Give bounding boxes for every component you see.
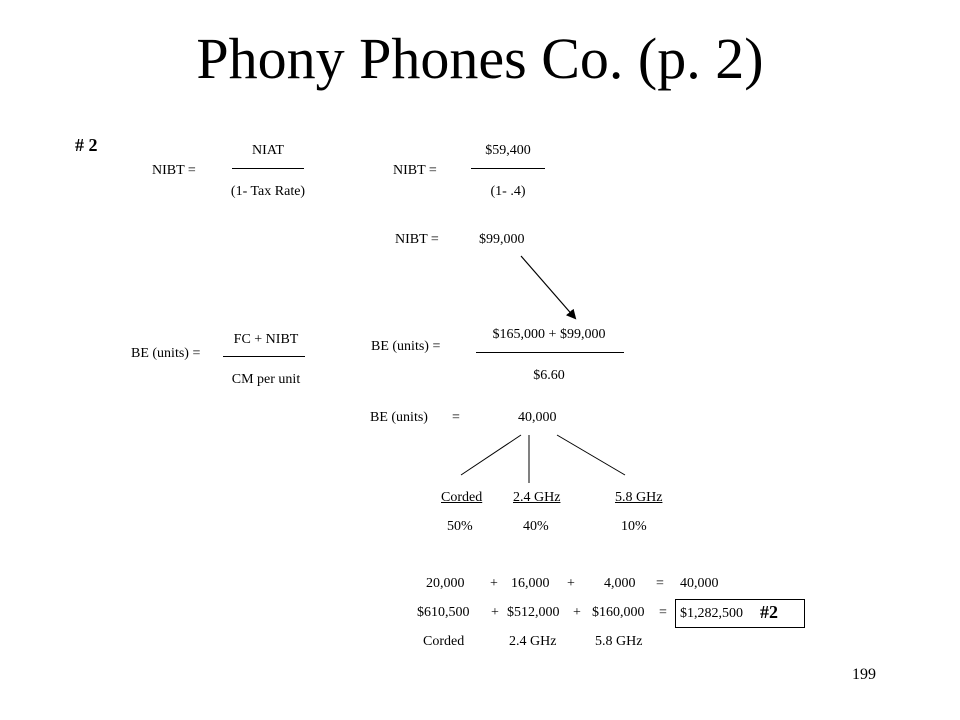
nibt-formula-numerator: NIAT bbox=[252, 143, 284, 158]
be-result-lhs: BE (units) bbox=[370, 410, 428, 425]
be-formula-numerator: FC + NIBT bbox=[233, 332, 299, 347]
fraction-bar bbox=[476, 352, 624, 353]
section-label: # 2 bbox=[75, 135, 98, 155]
fraction-bar bbox=[232, 168, 304, 169]
footer-label-5-8ghz: 5.8 GHz bbox=[595, 634, 643, 649]
nibt-formula-denominator: (1- Tax Rate) bbox=[230, 184, 306, 199]
branch-line-corded bbox=[460, 434, 522, 476]
revenue-total: $1,282,500 bbox=[680, 606, 743, 621]
revenue-plus-2: + bbox=[573, 605, 581, 620]
nibt-substituted-denominator: (1- .4) bbox=[490, 184, 526, 199]
units-2-4ghz: 16,000 bbox=[511, 576, 550, 591]
be-substituted-denominator: $6.60 bbox=[533, 368, 565, 383]
nibt-substituted-numerator: $59,400 bbox=[485, 143, 531, 158]
revenue-2-4ghz: $512,000 bbox=[507, 605, 560, 620]
fraction-bar bbox=[223, 356, 305, 357]
be-substituted-lhs: BE (units) = bbox=[371, 339, 441, 354]
footer-label-2-4ghz: 2.4 GHz bbox=[509, 634, 557, 649]
units-5-8ghz: 4,000 bbox=[604, 576, 636, 591]
product-label-corded: Corded bbox=[441, 490, 483, 505]
revenue-equals: = bbox=[659, 605, 667, 620]
product-label-5-8ghz: 5.8 GHz bbox=[615, 490, 663, 505]
units-total: 40,000 bbox=[680, 576, 719, 591]
page-title: Phony Phones Co. (p. 2) bbox=[196, 26, 764, 91]
nibt-result-value: $99,000 bbox=[479, 232, 525, 247]
revenue-5-8ghz: $160,000 bbox=[592, 605, 645, 620]
be-substituted-numerator: $165,000 + $99,000 bbox=[492, 327, 606, 342]
product-pct-corded: 50% bbox=[447, 519, 473, 534]
units-corded: 20,000 bbox=[426, 576, 465, 591]
nibt-substituted-lhs: NIBT = bbox=[393, 163, 437, 178]
arrow-nibt-to-be bbox=[520, 255, 577, 320]
be-formula-lhs: BE (units) = bbox=[131, 346, 201, 361]
product-pct-2-4ghz: 40% bbox=[523, 519, 549, 534]
units-equals: = bbox=[656, 576, 664, 591]
answer-box bbox=[675, 599, 805, 628]
units-plus-1: + bbox=[490, 576, 498, 591]
revenue-plus-1: + bbox=[491, 605, 499, 620]
be-formula-denominator: CM per unit bbox=[231, 372, 301, 387]
page-number: 199 bbox=[852, 666, 876, 683]
be-result-value: 40,000 bbox=[518, 410, 557, 425]
product-pct-5-8ghz: 10% bbox=[621, 519, 647, 534]
fraction-bar bbox=[471, 168, 545, 169]
units-plus-2: + bbox=[567, 576, 575, 591]
revenue-corded: $610,500 bbox=[417, 605, 470, 620]
product-label-2-4ghz: 2.4 GHz bbox=[513, 490, 561, 505]
footer-label-corded: Corded bbox=[423, 634, 465, 649]
nibt-result-lhs: NIBT = bbox=[395, 232, 439, 247]
answer-tag: #2 bbox=[760, 602, 778, 622]
branch-line-5-8ghz bbox=[556, 434, 626, 476]
be-result-equals: = bbox=[452, 410, 460, 425]
nibt-formula-lhs: NIBT = bbox=[152, 163, 196, 178]
